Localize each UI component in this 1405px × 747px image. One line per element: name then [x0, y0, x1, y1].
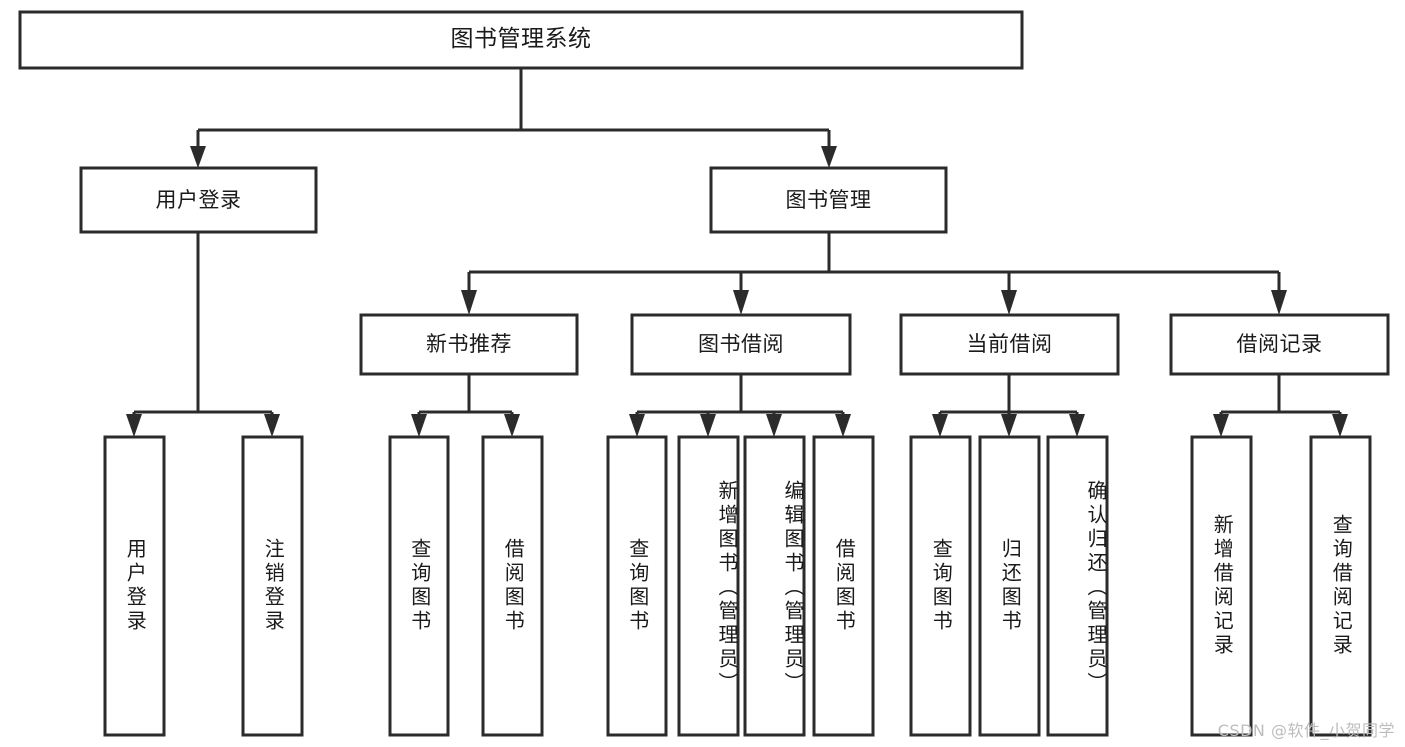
- node-box-borrow-records[interactable]: [1169, 313, 1390, 376]
- arrow-leaf-borrow-book-2: [835, 414, 851, 437]
- arrow-to-records: [1271, 290, 1287, 315]
- arrow-leaf-add-record: [1213, 414, 1229, 437]
- node-box-book-borrow[interactable]: [630, 313, 852, 376]
- arrow-to-newbook: [461, 290, 477, 315]
- arrow-to-user-login: [190, 146, 206, 168]
- arrow-leaf-query-book-1: [411, 414, 427, 437]
- node-box-leaf-8[interactable]: [909, 435, 972, 737]
- arrow-leaf-query-book-2: [629, 414, 645, 437]
- arrow-leaf-user-login: [126, 414, 142, 437]
- node-box-new-book-recommend[interactable]: [359, 313, 579, 376]
- arrow-leaf-logout: [264, 414, 280, 437]
- node-box-root[interactable]: [18, 10, 1024, 70]
- node-box-leaf-10[interactable]: [1046, 435, 1109, 737]
- arrow-to-book-manage: [821, 146, 837, 168]
- arrow-leaf-confirm-return: [1069, 414, 1085, 437]
- node-box-leaf-1[interactable]: [241, 435, 304, 737]
- arrow-leaf-borrow-book-1: [504, 414, 520, 437]
- node-box-leaf-12[interactable]: [1309, 435, 1372, 737]
- arrow-leaf-edit-book: [766, 414, 782, 437]
- node-box-leaf-0[interactable]: [103, 435, 166, 737]
- watermark-text: CSDN @软件_小贺同学: [1217, 721, 1395, 740]
- node-box-leaf-9[interactable]: [978, 435, 1041, 737]
- arrow-leaf-query-record: [1332, 414, 1348, 437]
- node-box-leaf-4[interactable]: [606, 435, 668, 737]
- arrow-to-current: [1001, 290, 1017, 315]
- arrow-leaf-return-book: [1001, 414, 1017, 437]
- arrow-leaf-add-book: [700, 414, 716, 437]
- node-box-leaf-11[interactable]: [1190, 435, 1253, 737]
- arrow-leaf-query-book-3: [932, 414, 948, 437]
- node-box-leaf-5[interactable]: [677, 435, 740, 737]
- arrow-to-borrow: [733, 290, 749, 315]
- node-box-leaf-7[interactable]: [812, 435, 875, 737]
- node-box-user-login[interactable]: [79, 166, 318, 234]
- node-box-current-borrow[interactable]: [899, 313, 1120, 376]
- node-box-leaf-3[interactable]: [481, 435, 544, 737]
- node-box-leaf-6[interactable]: [743, 435, 806, 737]
- node-box-book-manage[interactable]: [709, 166, 948, 234]
- node-box-leaf-2[interactable]: [388, 435, 450, 737]
